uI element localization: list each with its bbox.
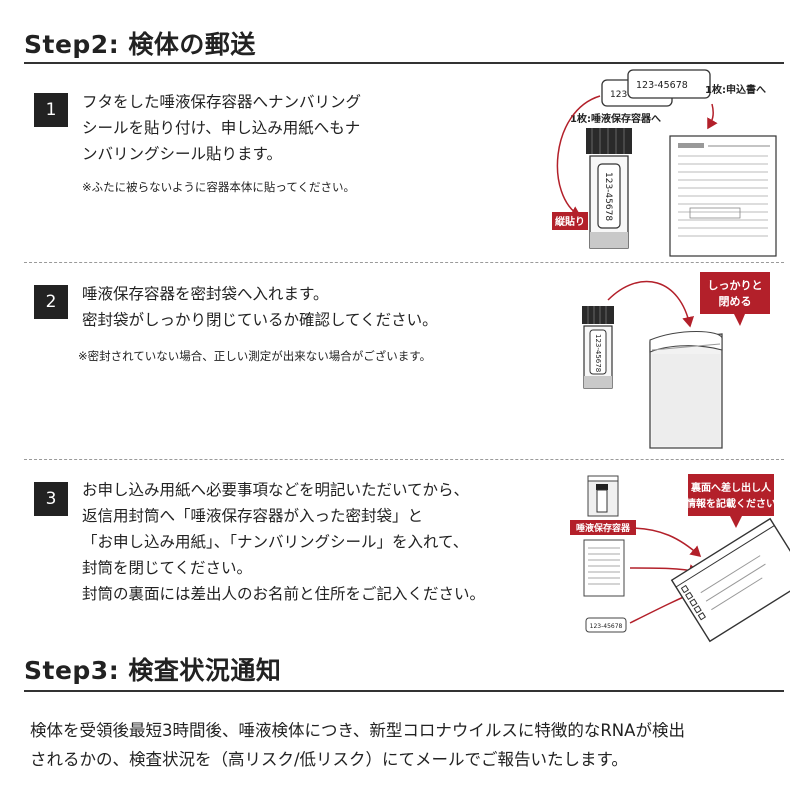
step-number-badge: 2 bbox=[34, 285, 68, 319]
numbering-sticker-front: 123-45678 bbox=[627, 69, 711, 99]
saliva-tube: 123-45678 bbox=[586, 128, 632, 249]
sealed-bag-small bbox=[587, 475, 619, 517]
callout-close-tightly: しっかりと 閉める bbox=[700, 272, 770, 326]
instruction-line: フタをした唾液保存容器へナンバリング bbox=[82, 93, 362, 111]
step2-divider bbox=[24, 62, 784, 64]
item-divider bbox=[24, 262, 784, 263]
sticker-front-number: 123-45678 bbox=[636, 80, 688, 91]
instruction-line: シールを貼り付け、申し込み用紙へもナ bbox=[82, 119, 361, 137]
step1-instructions: フタをした唾液保存容器へナンバリング シールを貼り付け、申し込み用紙へもナ ンバ… bbox=[82, 89, 361, 167]
step3-divider bbox=[24, 690, 784, 692]
return-envelope bbox=[670, 517, 790, 643]
description-line: されるかの、検査状況を（高リスク/低リスク）にてメールでご報告いたします。 bbox=[30, 750, 628, 769]
step3-title: Step3: 検査状況通知 bbox=[24, 656, 282, 685]
container-tag-label: 唾液保存容器 bbox=[576, 522, 631, 534]
step1-note: ※ふたに被らないように容器本体に貼ってください。 bbox=[82, 180, 355, 194]
label-form-sticker: 1枚:申込書へ bbox=[705, 83, 766, 96]
step-number-badge: 3 bbox=[34, 482, 68, 516]
step3-description: 検体を受領後最短3時間後、唾液検体につき、新型コロナウイルスに特徴的なRNAが検… bbox=[30, 716, 685, 774]
application-form bbox=[669, 135, 777, 257]
instruction-line: 返信用封筒へ「唾液保存容器が入った密封袋」と bbox=[82, 507, 424, 525]
tag-vertical-badge bbox=[552, 212, 588, 230]
step3-illustration: 唾液保存容器 123-45678 裏面へ差し出し人 情報を記載ください bbox=[570, 474, 790, 643]
instruction-line: ンバリングシール貼ります。 bbox=[82, 145, 282, 163]
label-container-sticker: 1枚:唾液保存容器へ bbox=[570, 112, 661, 125]
sticker-back-number: 123 bbox=[610, 90, 627, 100]
step2-title: Step2: 検体の郵送 bbox=[24, 30, 256, 59]
step2-illustration: 123-45678 しっかりと 閉める bbox=[582, 272, 770, 449]
callout-sender-info: 裏面へ差し出し人 情報を記載ください bbox=[686, 474, 776, 528]
step1-illustration: 123 123-45678 1枚:申込書へ 1枚:唾液保存容器へ 123-456… bbox=[552, 69, 777, 257]
callout-line: 情報を記載ください bbox=[686, 497, 776, 510]
instruction-line: お申し込み用紙へ必要事項などを明記いただいてから、 bbox=[82, 481, 470, 499]
container-tag-badge bbox=[570, 520, 636, 535]
instruction-line: 密封袋がしっかり閉じているか確認してください。 bbox=[82, 311, 438, 329]
description-line: 検体を受領後最短3時間後、唾液検体につき、新型コロナウイルスに特徴的なRNAが検… bbox=[30, 721, 685, 740]
item-divider bbox=[24, 459, 784, 460]
step-number-badge: 1 bbox=[34, 93, 68, 127]
saliva-tube: 123-45678 bbox=[582, 306, 614, 389]
numbering-sticker-small: 123-45678 bbox=[585, 617, 627, 633]
instruction-line: 唾液保存容器を密封袋へ入れます。 bbox=[82, 285, 329, 303]
sealed-bag bbox=[649, 331, 723, 449]
callout-line: 裏面へ差し出し人 bbox=[690, 481, 772, 494]
application-form-small bbox=[583, 539, 625, 597]
tube-number: 123-45678 bbox=[594, 334, 602, 372]
sticker-number: 123-45678 bbox=[590, 623, 623, 630]
step2-note: ※密封されていない場合、正しい測定が出来ない場合がございます。 bbox=[78, 349, 432, 363]
instruction-line: 「お申し込み用紙」、「ナンバリングシール」を入れて、 bbox=[82, 533, 469, 551]
callout-line: 閉める bbox=[719, 295, 752, 308]
step3-instructions: お申し込み用紙へ必要事項などを明記いただいてから、 返信用封筒へ「唾液保存容器が… bbox=[82, 477, 485, 607]
instruction-line: 封筒を閉じてください。 bbox=[82, 559, 253, 577]
tube-number: 123-45678 bbox=[603, 172, 613, 221]
step2-instructions: 唾液保存容器を密封袋へ入れます。 密封袋がしっかり閉じているか確認してください。 bbox=[82, 281, 438, 333]
instruction-line: 封筒の裏面には差出人のお名前と住所をご記入ください。 bbox=[82, 585, 486, 603]
tag-vertical-label: 縦貼り bbox=[555, 215, 585, 228]
callout-line: しっかりと bbox=[708, 279, 763, 292]
